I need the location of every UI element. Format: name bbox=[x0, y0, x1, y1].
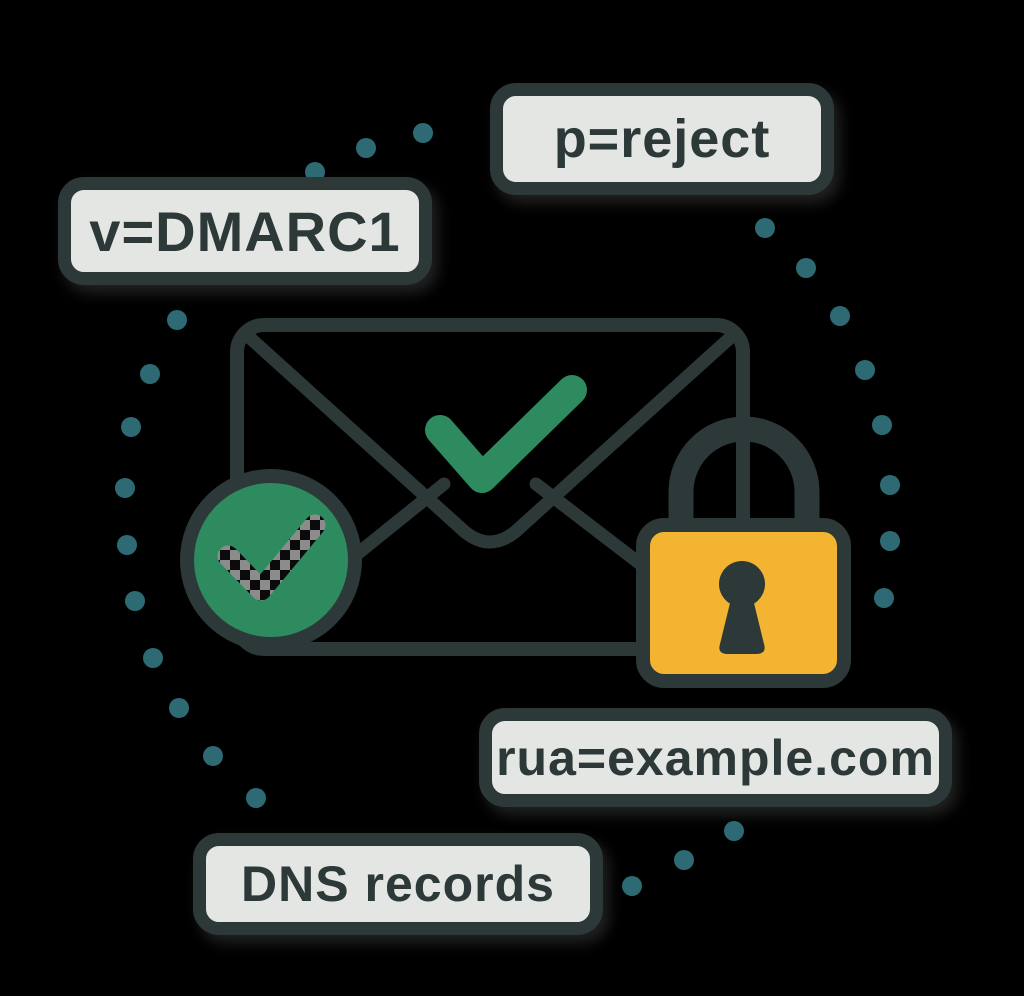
dots-pattern bbox=[115, 123, 900, 896]
label-dns-records-text: DNS records bbox=[241, 856, 555, 912]
checkmark-icon bbox=[425, 375, 587, 493]
dot bbox=[796, 258, 816, 278]
label-policy: p=reject bbox=[490, 83, 834, 195]
dot bbox=[167, 310, 187, 330]
label-rua-report-text: rua=example.com bbox=[496, 729, 935, 786]
verified-badge-icon bbox=[180, 469, 362, 651]
dot bbox=[143, 648, 163, 668]
dot bbox=[117, 535, 137, 555]
envelope-flap bbox=[242, 330, 738, 549]
dot bbox=[880, 531, 900, 551]
dot bbox=[125, 591, 145, 611]
badge-check-cutout bbox=[217, 514, 326, 601]
dot bbox=[674, 850, 694, 870]
label-policy-text: p=reject bbox=[553, 109, 771, 169]
dot bbox=[246, 788, 266, 808]
dot bbox=[140, 364, 160, 384]
padlock-shackle bbox=[668, 416, 820, 530]
keyhole-circle bbox=[719, 561, 765, 607]
dot bbox=[724, 821, 744, 841]
label-dmarc-version-text: v=DMARC1 bbox=[89, 199, 401, 263]
badge-circle bbox=[180, 469, 362, 651]
keyhole-icon bbox=[719, 561, 765, 654]
dot bbox=[622, 876, 642, 896]
dot bbox=[830, 306, 850, 326]
dot bbox=[121, 417, 141, 437]
keyhole-tail bbox=[719, 599, 765, 654]
dot bbox=[874, 588, 894, 608]
dot bbox=[872, 415, 892, 435]
padlock-icon bbox=[636, 416, 851, 688]
dot bbox=[880, 475, 900, 495]
dot bbox=[203, 746, 223, 766]
label-dmarc-version: v=DMARC1 bbox=[58, 177, 432, 285]
dot bbox=[413, 123, 433, 143]
label-rua-report: rua=example.com bbox=[479, 708, 952, 807]
dot bbox=[169, 698, 189, 718]
label-dns-records: DNS records bbox=[193, 833, 603, 935]
dot bbox=[115, 478, 135, 498]
dot bbox=[755, 218, 775, 238]
dot bbox=[356, 138, 376, 158]
dot bbox=[855, 360, 875, 380]
